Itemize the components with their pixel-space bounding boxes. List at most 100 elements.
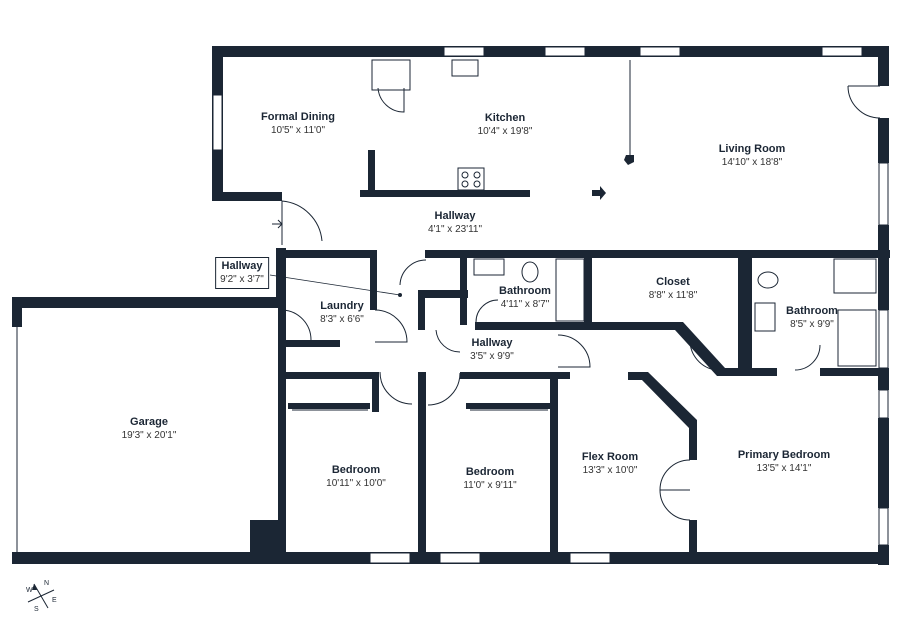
room-name: Laundry — [320, 300, 364, 312]
wall-flex-diagonal — [628, 372, 697, 428]
wall-inner-hall-top — [418, 290, 468, 298]
room-dimensions: 8'3" x 6'6" — [320, 314, 364, 325]
stove — [457, 167, 485, 191]
compass-west: W — [26, 587, 33, 594]
wall-right-bot — [878, 368, 889, 390]
wall-bed1-closet — [288, 403, 370, 409]
window-kitchen — [443, 46, 485, 57]
window-flex — [569, 552, 611, 564]
door-hall-inner — [557, 334, 591, 368]
room-name: Hallway — [221, 260, 263, 272]
wall-inner-hall-left — [418, 290, 425, 330]
door-living — [847, 85, 881, 119]
room-dimensions: 11'0" x 9'11" — [463, 480, 517, 491]
room-label-bedroom-1: Bedroom 10'11" x 10'0" — [326, 464, 386, 490]
windows — [212, 46, 889, 564]
wall-bed-divider — [418, 372, 426, 557]
wall-dining-bottom — [212, 192, 282, 201]
fridge — [371, 59, 411, 91]
room-dimensions: 19'3" x 20'1" — [121, 430, 177, 441]
door-front — [281, 200, 323, 245]
kitchen-sink — [451, 59, 479, 77]
room-label-flex-room: Flex Room 13'3" x 10'0" — [582, 451, 638, 477]
room-name: Hallway — [471, 337, 513, 349]
wall-flex-right2 — [689, 520, 697, 555]
wall-flex-right — [689, 420, 697, 460]
window-right-3 — [878, 389, 889, 419]
window-bed1 — [369, 552, 411, 564]
entry-arrow-icon — [272, 219, 283, 229]
wall-kitchen-stub — [368, 150, 375, 195]
toilet — [521, 261, 539, 283]
window-right-2 — [878, 309, 889, 369]
pbath-toilet — [757, 271, 779, 289]
door-pbath — [794, 344, 821, 371]
pbath-shower — [833, 258, 877, 294]
room-dimensions: 10'11" x 10'0" — [326, 478, 386, 489]
room-name: Flex Room — [581, 451, 639, 463]
wall-closet-right — [738, 255, 752, 375]
room-dimensions: 9'2" x 3'7" — [220, 274, 264, 285]
stove-burner — [461, 171, 469, 179]
room-label-garage: Garage 19'3" x 20'1" — [122, 416, 177, 442]
room-label-bedroom-2: Bedroom 11'0" x 9'11" — [463, 466, 516, 492]
room-name: Living Room — [718, 143, 786, 155]
door-hallway-small — [399, 259, 427, 286]
bathtub — [555, 258, 585, 322]
door-dining-pantry — [377, 87, 405, 113]
door-flex-2 — [659, 489, 691, 521]
wall-hall-bottom — [276, 250, 376, 258]
window-dining — [212, 94, 223, 151]
walls — [12, 46, 890, 565]
door-laundry — [374, 309, 408, 343]
wall-laundry-right — [370, 250, 377, 310]
room-dimensions: 8'5" x 9'9" — [790, 319, 834, 330]
hallway-leader-line — [269, 274, 401, 296]
wall-bath-right — [584, 255, 592, 330]
door-bed1 — [379, 371, 413, 405]
window-living-3 — [821, 46, 863, 57]
room-dimensions: 14'10" x 18'8" — [721, 157, 783, 168]
wall-bed2-top — [460, 372, 570, 379]
stove-burner — [473, 180, 481, 188]
wall-garage-right2 — [278, 300, 286, 555]
room-dimensions: 13'3" x 10'0" — [582, 465, 638, 476]
wall-closet-diagonal — [675, 322, 725, 376]
room-dimensions: 13'5" x 14'1" — [756, 463, 812, 474]
wall-laundry-bottom — [280, 340, 340, 347]
wall-right-mid — [878, 118, 889, 163]
wall-bath-bottom — [475, 322, 680, 330]
compass-rose: N E S W — [22, 578, 62, 618]
pbath-vanity — [754, 302, 776, 332]
wall-kitchen-counter — [360, 190, 530, 197]
room-name: Garage — [130, 416, 168, 428]
wall-right-top — [878, 46, 889, 86]
compass-north: N — [44, 580, 50, 587]
room-label-formal-dining: Formal Dining 10'5" x 11'0" — [261, 111, 335, 137]
room-label-hallway-small: Hallway 9'2" x 3'7" — [215, 257, 269, 289]
room-dimensions: 10'5" x 11'0" — [270, 125, 326, 136]
wall-garage-left — [12, 297, 22, 327]
stove-burner — [461, 180, 469, 188]
door-closet — [689, 339, 717, 371]
fixtures — [292, 59, 877, 411]
room-name: Formal Dining — [261, 111, 335, 123]
wall-garage-top — [12, 297, 280, 308]
window-right-4 — [878, 507, 889, 546]
wall-right-bot2 — [878, 418, 889, 508]
room-label-hallway-main: Hallway 4'1" x 23'11" — [428, 210, 482, 236]
room-label-laundry: Laundry 8'3" x 6'6" — [320, 300, 364, 326]
room-label-bathroom-hall: Bathroom 4'11" x 8'7" — [499, 285, 551, 311]
compass-icon — [27, 583, 55, 609]
wall-bed1-top — [280, 372, 375, 379]
room-label-primary-bedroom: Primary Bedroom 13'5" x 14'1" — [738, 449, 830, 475]
room-name: Primary Bedroom — [737, 449, 831, 461]
room-name: Bedroom — [331, 464, 381, 476]
door-inner-hall — [435, 329, 461, 353]
room-label-bathroom-primary: Bathroom 8'5" x 9'9" — [786, 305, 838, 331]
bath-vanity — [473, 258, 505, 276]
door-bed2 — [427, 372, 461, 406]
window-right-1 — [878, 162, 889, 226]
compass-south: S — [34, 606, 39, 613]
